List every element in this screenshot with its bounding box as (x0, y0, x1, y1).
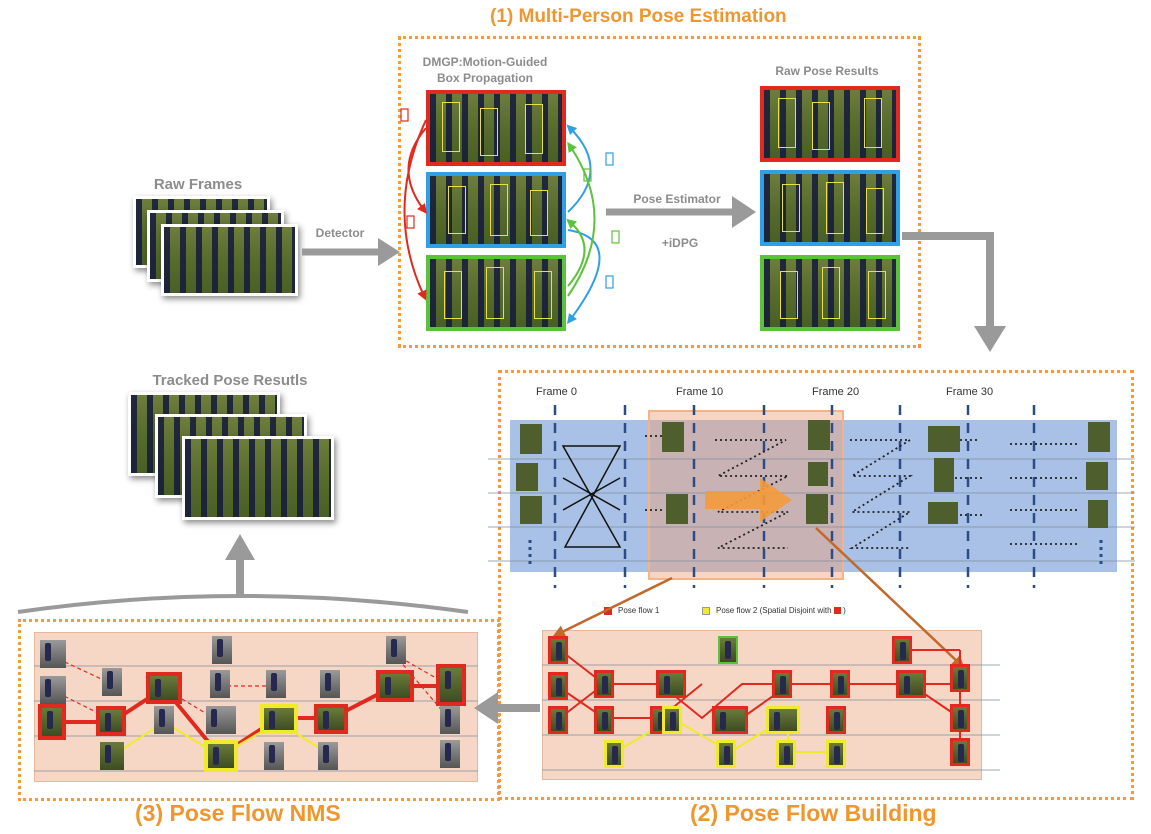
nms-thumb (206, 706, 236, 734)
fb-thumb (594, 706, 614, 734)
nms-thumb (318, 742, 338, 770)
legend-flow2-swatch (702, 607, 710, 615)
band-thumbs (516, 420, 1110, 528)
legend-flow1-swatch (604, 607, 612, 615)
frame-0-label: Frame 0 (536, 386, 577, 398)
legend-flow2-label: Pose flow 2 (Spatial Disjoint with ) (716, 606, 846, 615)
nms-thumb (204, 740, 238, 772)
dmgp-frame-blue (426, 172, 566, 248)
legend-flow2-close: ) (843, 606, 846, 615)
nms-thumb (264, 742, 284, 770)
nms-thumb (314, 704, 348, 734)
section2-box (498, 370, 1134, 800)
fb-thumb (766, 706, 800, 734)
detector-arrow (302, 238, 400, 266)
fb-thumb (950, 738, 970, 766)
frame-20-label: Frame 20 (812, 386, 860, 398)
orange-arrow (705, 478, 792, 522)
tracked-frame-3 (182, 436, 334, 520)
nms-thumb (440, 740, 460, 768)
detector-label: Detector (315, 226, 365, 240)
pose-estimator-arrow (606, 196, 756, 228)
fb-hlines (542, 664, 1000, 771)
to-nms-arrow (474, 692, 540, 724)
nms-thumb (154, 706, 174, 734)
legend-flow2-red-swatch (833, 607, 841, 615)
dmgp-green-arrows (566, 141, 596, 297)
fb-thumb (716, 740, 736, 768)
brown-arrows (552, 527, 965, 669)
section2-title: (2) Pose Flow Building (690, 800, 937, 826)
dmgp-label-line2: Box Propagation (436, 71, 533, 85)
legend-flow1-label: Pose flow 1 (618, 606, 660, 615)
fb-thumb (656, 670, 686, 698)
nms-thumb (40, 676, 66, 704)
section1-box (398, 36, 921, 348)
fb-thumb (548, 706, 568, 734)
nms-thumb (266, 670, 286, 698)
raw-frames-label: Raw Frames (153, 176, 243, 193)
fb-thumb (594, 670, 614, 698)
fb-thumb (950, 704, 970, 732)
fb-thumb (718, 636, 738, 664)
nms-thumb (440, 706, 460, 734)
fb-thumb (604, 740, 624, 768)
pose-estimator-label: Pose Estimator (633, 192, 721, 206)
dmgp-red-arrows (403, 119, 428, 301)
fb-thumb (712, 706, 748, 734)
nms-thumb (100, 742, 124, 770)
section1-title: (1) Multi-Person Pose Estimation (490, 6, 787, 27)
flow-band-vlines (553, 405, 1036, 588)
to-tracked-arrow (17, 534, 469, 614)
fb-thumb (776, 740, 796, 768)
fb-thumb (826, 740, 846, 768)
nms-thumb (40, 640, 66, 668)
nms-thumb (102, 668, 122, 696)
nms-thumb (212, 636, 232, 664)
nms-thumb (210, 670, 230, 698)
nms-thumb (96, 706, 126, 736)
legend-flow2-text: Pose flow 2 (Spatial Disjoint with (716, 606, 832, 615)
fb-thumb (826, 706, 846, 734)
flow-vertical-dots (528, 540, 1103, 568)
dmgp-arrow-tags (400, 108, 620, 289)
raw-pose-frame-green (760, 255, 900, 331)
dmgp-label-line1: DMGP:Motion-Guided (422, 55, 548, 69)
fb-thumb (950, 664, 970, 692)
flow-solid-lines (561, 445, 622, 548)
fb-thumb (830, 670, 850, 698)
frame-30-label: Frame 30 (946, 386, 994, 398)
fb-thumb (892, 636, 912, 664)
nms-thumb (436, 664, 466, 706)
fb-thumb (548, 636, 568, 664)
frame-10-label: Frame 10 (676, 386, 724, 398)
nms-thumb (260, 704, 298, 734)
fb-thumb (772, 670, 792, 698)
nms-thumb (320, 670, 340, 698)
flow-band-hlines (488, 458, 1135, 562)
fb-thumb (548, 672, 568, 700)
nms-thumb (38, 704, 66, 740)
dmgp-frame-green (426, 255, 566, 331)
nms-thumb (376, 670, 414, 702)
dmgp-frame-red (426, 90, 566, 166)
raw-pose-results-label: Raw Pose Results (775, 64, 879, 78)
raw-frame-3 (161, 224, 298, 296)
fb-thumb (896, 670, 926, 698)
raw-pose-frame-red (760, 86, 900, 162)
nms-thumb (146, 672, 182, 704)
fb-thumb (662, 706, 682, 734)
nms-thumb (386, 636, 406, 664)
idpg-label: +iDPG (661, 236, 699, 250)
raw-pose-frame-blue (760, 170, 900, 246)
section3-title: (3) Pose Flow NMS (135, 800, 341, 826)
flow-dotted-lines (645, 435, 1080, 549)
tracked-pose-results-label: Tracked Pose Resutls (152, 372, 308, 389)
to-flow-building-arrow (902, 232, 1006, 352)
